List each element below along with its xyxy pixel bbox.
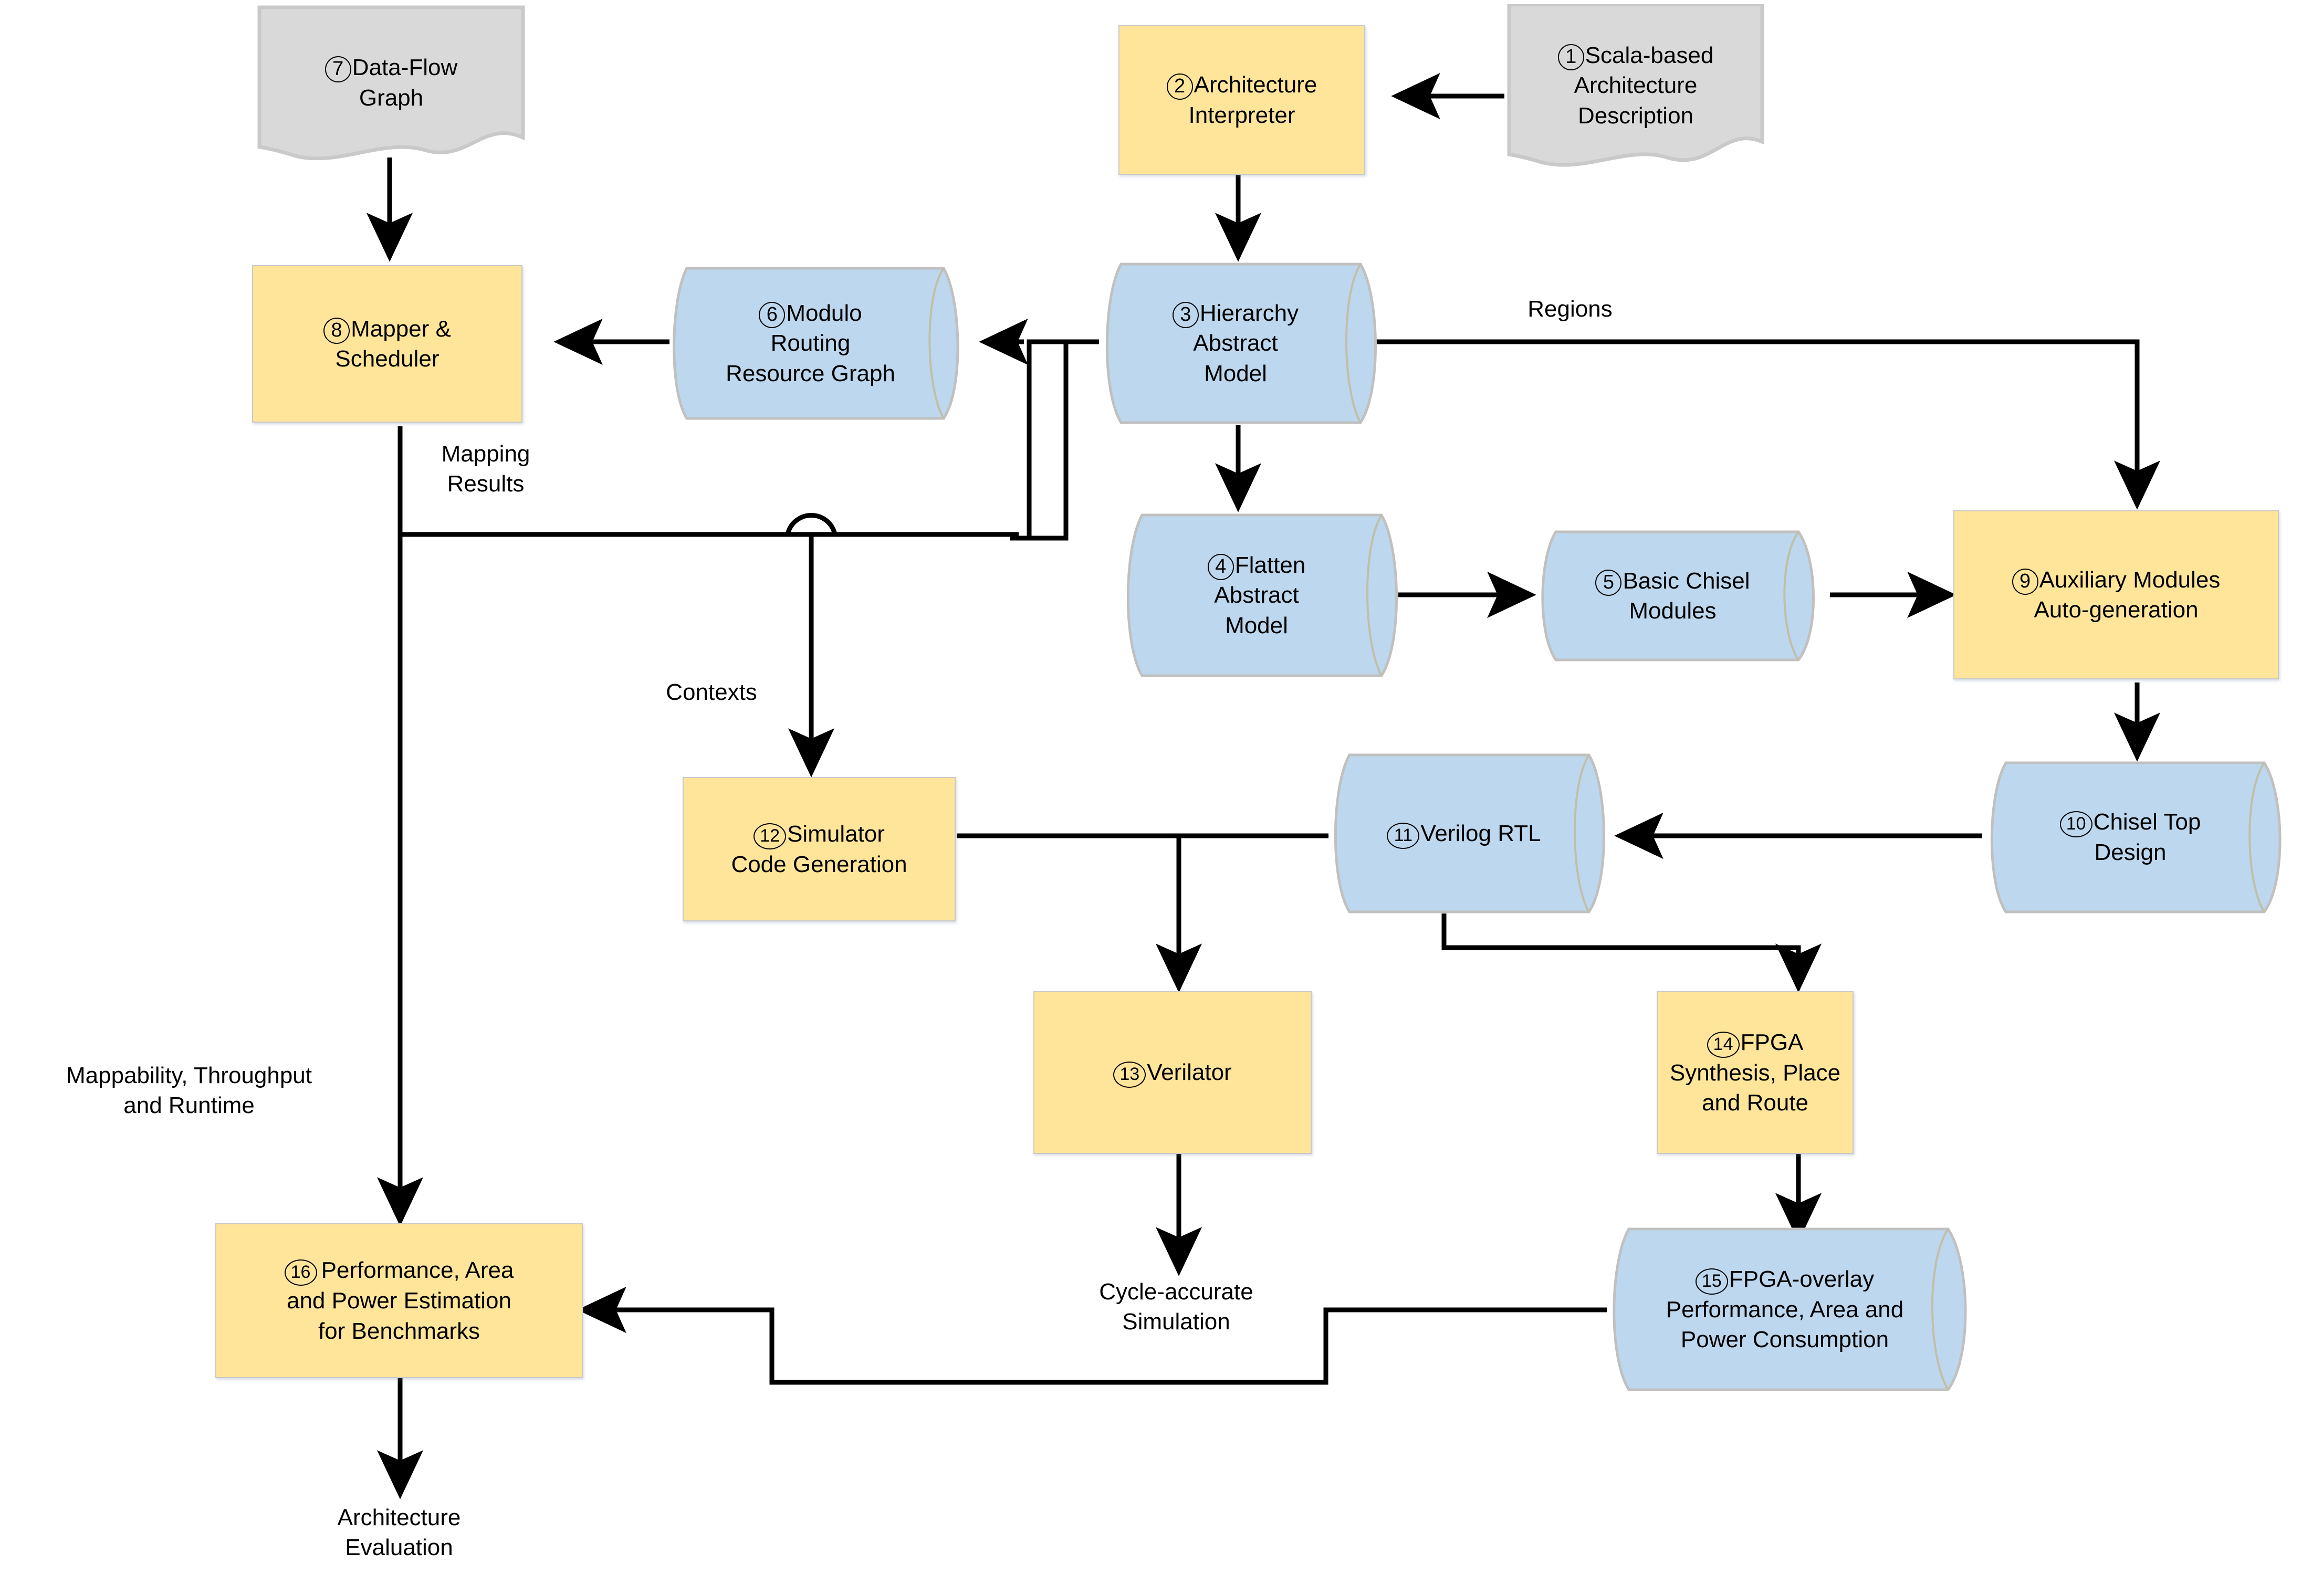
node-number-badge: 5 [1595, 569, 1622, 596]
node-number-badge: 7 [325, 56, 351, 83]
node-text: Hierarchy Abstract Model [1193, 300, 1299, 386]
node-number-badge: 15 [1695, 1268, 1728, 1295]
node-number-badge: 11 [1387, 822, 1420, 849]
edge-label-mappability-throughput-runtime: Mappability, Throughput and Runtime [66, 1063, 312, 1119]
cylinder-shape [1990, 761, 2282, 914]
cylinder-shape [1334, 753, 1605, 914]
node-number-badge: 14 [1707, 1031, 1740, 1058]
node-text: Auxiliary Modules Auto-generation [2034, 566, 2221, 623]
edge-label-mapping-results: Mapping Results [441, 441, 530, 497]
cylinder-shape [1541, 530, 1815, 662]
node-text: Architecture Interpreter [1188, 72, 1317, 128]
node-text: Flatten Abstract Model [1214, 552, 1306, 638]
cylinder-shape [1105, 262, 1377, 424]
node-text: Basic Chisel Modules [1623, 568, 1750, 624]
wire-ham-to-mrrg [1010, 339, 1099, 541]
wire-ham-to-aux-regions [1376, 339, 2161, 510]
edge-label-cycle-accurate-simulation: Cycle-accurate Simulation [1099, 1279, 1253, 1335]
node-number-badge: 1 [1557, 44, 1584, 71]
cylinder-shape [1613, 1227, 1967, 1391]
node-text: Chisel Top Design [2093, 809, 2201, 866]
cylinder-shape [673, 267, 959, 420]
node-text: Mapper & Scheduler [335, 316, 451, 372]
node-number-badge: 3 [1172, 302, 1199, 329]
node-text: Simulator Code Generation [731, 821, 907, 877]
wire-simgen-to-verilator [957, 833, 1202, 993]
node-number-badge: 12 [754, 823, 787, 849]
edge-label-regions: Regions [1527, 296, 1613, 322]
node-number-badge: 8 [323, 317, 350, 344]
edge-label-architecture-evaluation: Architecture Evaluation [337, 1505, 461, 1561]
node-text: Modulo Routing Resource Graph [726, 300, 895, 386]
node-text: Performance, Area and Power Estimation f… [286, 1257, 514, 1344]
node-text: FPGA-overlay Performance, Area and Power… [1666, 1266, 1904, 1352]
node-number-badge: 4 [1207, 554, 1234, 581]
node-number-badge: 10 [2059, 811, 2092, 838]
wire-mapping-hop-arc [785, 513, 838, 536]
wire-verilog-to-fpga [1441, 914, 1822, 993]
node-text: Scala-based Architecture Description [1574, 43, 1714, 129]
node-text: Verilator [1147, 1059, 1232, 1085]
node-number-badge: 2 [1166, 74, 1193, 100]
node-text: Verilog RTL [1420, 820, 1541, 846]
document-shape [257, 5, 525, 160]
node-text: FPGA Synthesis, Place and Route [1669, 1029, 1841, 1116]
node-text: Data-Flow Graph [352, 55, 458, 111]
node-number-badge: 16 [284, 1259, 317, 1286]
edge-label-contexts: Contexts [666, 679, 757, 705]
node-number-badge: 13 [1113, 1062, 1146, 1088]
wire-ham-down-left [1027, 339, 1099, 540]
cylinder-shape [1126, 513, 1398, 677]
node-number-badge: 6 [759, 302, 786, 329]
node-number-badge: 9 [2012, 568, 2038, 595]
